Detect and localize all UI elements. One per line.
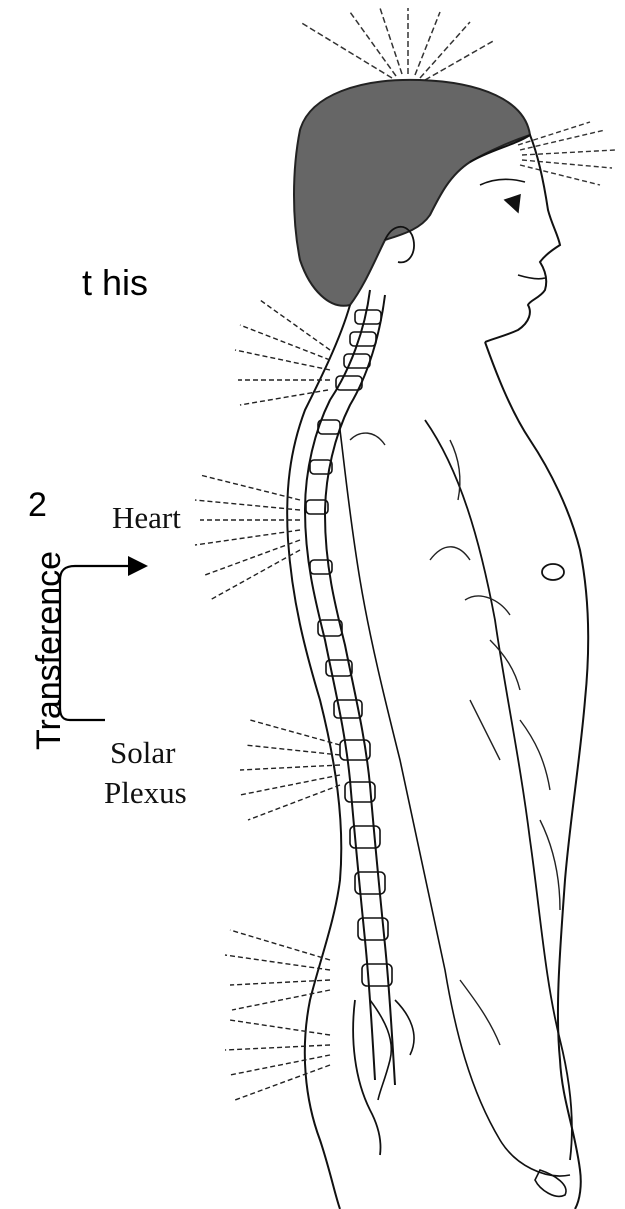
hand xyxy=(535,1170,566,1196)
mouth xyxy=(518,275,545,279)
plexus-label: Plexus xyxy=(104,775,187,811)
brow xyxy=(480,179,525,185)
sacrum xyxy=(353,1000,380,1155)
nipple xyxy=(542,564,564,580)
step-number: 2 xyxy=(28,486,47,525)
crown-rays xyxy=(300,8,495,80)
face-profile xyxy=(470,135,560,342)
brow-rays xyxy=(518,122,615,185)
transference-arrow xyxy=(60,566,130,720)
solar-plexus-rays xyxy=(240,720,340,820)
transference-label: Transference xyxy=(30,551,69,750)
muscle-contours xyxy=(350,433,560,1045)
heart-label: Heart xyxy=(112,500,181,536)
hair-shape xyxy=(294,80,530,306)
arrow-head xyxy=(128,556,148,576)
heart-rays xyxy=(195,475,300,600)
solar-label: Solar xyxy=(110,735,175,771)
eye xyxy=(505,195,520,212)
cropped-text-fragment: t his xyxy=(82,262,148,304)
front-outline xyxy=(485,342,588,1209)
sacral-rays xyxy=(225,930,330,1100)
